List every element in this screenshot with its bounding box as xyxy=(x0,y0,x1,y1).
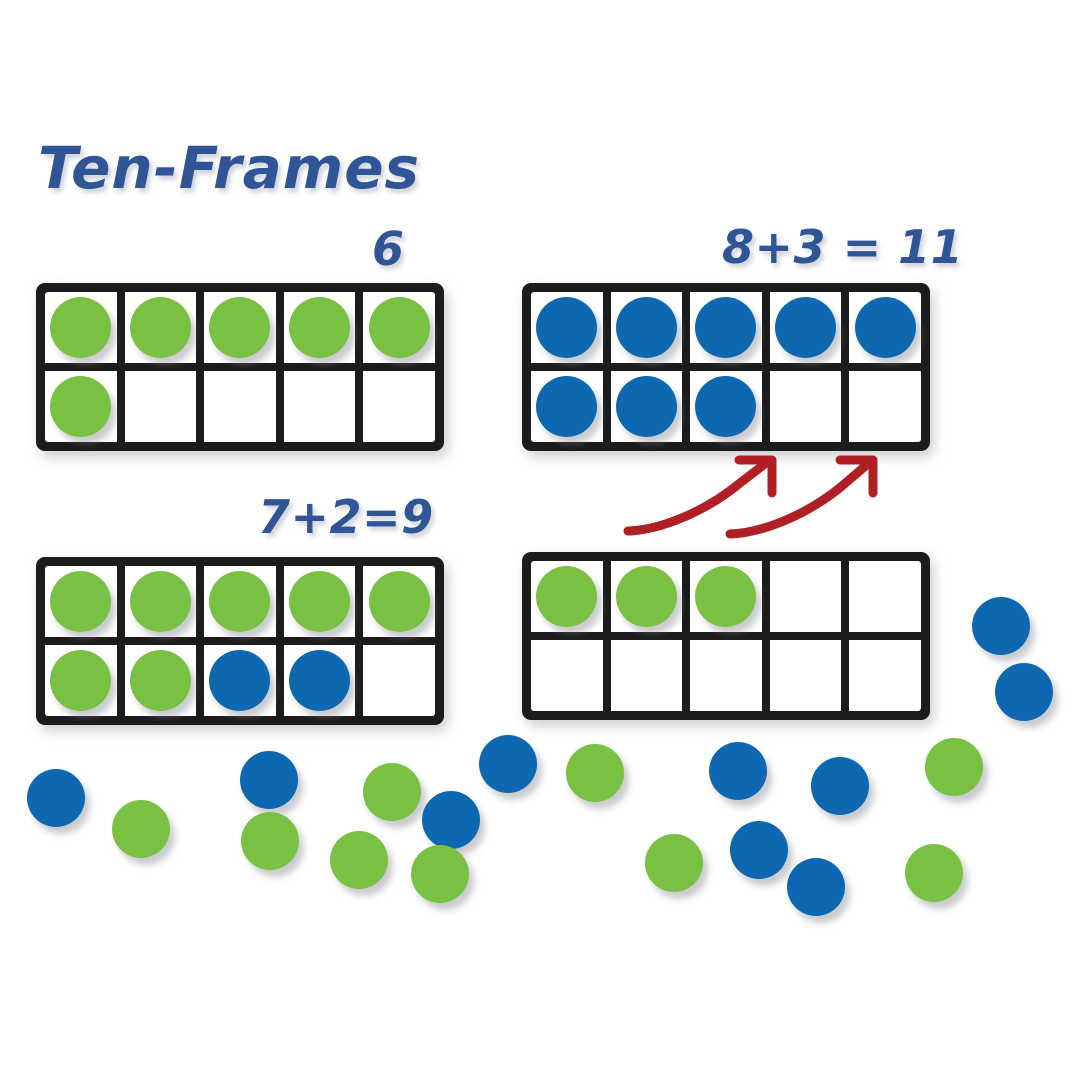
counter-blue[interactable] xyxy=(695,297,757,358)
loose-counter-green[interactable] xyxy=(330,831,388,889)
ten-frame-cell[interactable] xyxy=(283,371,356,442)
ten-frame-cell[interactable] xyxy=(610,292,683,363)
loose-counter-blue[interactable] xyxy=(811,757,869,815)
ten-frame-3[interactable] xyxy=(36,557,444,725)
counter-green[interactable] xyxy=(50,650,112,711)
ten-frame-cell[interactable] xyxy=(531,561,603,632)
ten-frame-cell[interactable] xyxy=(124,292,197,363)
frame-2-label: 8+3 = 11 xyxy=(722,220,964,274)
counter-green[interactable] xyxy=(615,566,677,627)
ten-frame-2[interactable] xyxy=(522,283,930,451)
loose-counter-green[interactable] xyxy=(411,845,469,903)
ten-frame-cell[interactable] xyxy=(769,640,842,711)
loose-counter-green[interactable] xyxy=(241,812,299,870)
page-title: Ten-Frames xyxy=(38,134,421,202)
ten-frame-cell[interactable] xyxy=(849,292,921,363)
counter-green[interactable] xyxy=(129,297,191,358)
ten-frame-cell[interactable] xyxy=(531,292,603,363)
counter-green[interactable] xyxy=(289,297,351,358)
ten-frame-cell[interactable] xyxy=(283,566,356,637)
ten-frame-cell[interactable] xyxy=(45,645,117,716)
ten-frame-cell[interactable] xyxy=(204,292,276,363)
frame-3-label: 7+2=9 xyxy=(258,490,434,544)
counter-blue[interactable] xyxy=(536,297,598,358)
loose-counter-blue[interactable] xyxy=(730,821,788,879)
loose-counter-blue[interactable] xyxy=(422,791,480,849)
loose-counter-green[interactable] xyxy=(905,844,963,902)
ten-frame-cell[interactable] xyxy=(45,371,117,442)
counter-green[interactable] xyxy=(50,376,112,437)
loose-counter-blue[interactable] xyxy=(27,769,85,827)
counter-green[interactable] xyxy=(289,571,351,632)
ten-frame-cell[interactable] xyxy=(204,371,276,442)
counter-blue[interactable] xyxy=(615,376,677,437)
ten-frame-cell[interactable] xyxy=(363,292,435,363)
arrow-left-icon xyxy=(623,455,777,536)
ten-frame-cell[interactable] xyxy=(610,640,683,711)
ten-frame-4[interactable] xyxy=(522,552,930,720)
transfer-arrows xyxy=(623,455,878,539)
ten-frame-cell[interactable] xyxy=(610,371,683,442)
loose-counter-green[interactable] xyxy=(363,763,421,821)
counter-green[interactable] xyxy=(129,650,191,711)
ten-frame-cell[interactable] xyxy=(531,640,603,711)
counter-blue[interactable] xyxy=(854,297,916,358)
ten-frame-cell[interactable] xyxy=(610,561,683,632)
ten-frame-cell[interactable] xyxy=(283,292,356,363)
loose-counter-blue[interactable] xyxy=(240,751,298,809)
ten-frame-cell[interactable] xyxy=(769,371,842,442)
counter-green[interactable] xyxy=(368,571,430,632)
ten-frame-cell[interactable] xyxy=(363,645,435,716)
counter-green[interactable] xyxy=(209,297,271,358)
counter-green[interactable] xyxy=(50,571,112,632)
counter-green[interactable] xyxy=(50,297,112,358)
ten-frame-cell[interactable] xyxy=(363,371,435,442)
counter-green[interactable] xyxy=(129,571,191,632)
loose-counter-green[interactable] xyxy=(112,800,170,858)
ten-frame-cell[interactable] xyxy=(849,561,921,632)
arrow-right-icon xyxy=(725,455,878,539)
counter-blue[interactable] xyxy=(289,650,351,711)
ten-frame-cell[interactable] xyxy=(849,640,921,711)
counter-blue[interactable] xyxy=(775,297,837,358)
ten-frame-cell[interactable] xyxy=(769,561,842,632)
loose-counter-blue[interactable] xyxy=(787,858,845,916)
ten-frame-cell[interactable] xyxy=(363,566,435,637)
counter-green[interactable] xyxy=(209,571,271,632)
ten-frame-cell[interactable] xyxy=(849,371,921,442)
counter-blue[interactable] xyxy=(615,297,677,358)
counter-green[interactable] xyxy=(536,566,598,627)
ten-frame-cell[interactable] xyxy=(690,561,762,632)
ten-frame-1[interactable] xyxy=(36,283,444,451)
frame-1-label: 6 xyxy=(372,222,405,276)
loose-counter-blue[interactable] xyxy=(709,742,767,800)
ten-frame-cell[interactable] xyxy=(124,566,197,637)
ten-frame-cell[interactable] xyxy=(204,566,276,637)
ten-frame-cell[interactable] xyxy=(690,371,762,442)
loose-counter-blue[interactable] xyxy=(972,597,1030,655)
ten-frame-cell[interactable] xyxy=(283,645,356,716)
counter-blue[interactable] xyxy=(536,376,598,437)
ten-frame-cell[interactable] xyxy=(124,371,197,442)
ten-frame-cell[interactable] xyxy=(531,371,603,442)
loose-counter-green[interactable] xyxy=(566,744,624,802)
ten-frame-cell[interactable] xyxy=(45,292,117,363)
counter-blue[interactable] xyxy=(209,650,271,711)
counter-green[interactable] xyxy=(695,566,757,627)
loose-counter-green[interactable] xyxy=(645,834,703,892)
ten-frame-cell[interactable] xyxy=(124,645,197,716)
ten-frame-cell[interactable] xyxy=(769,292,842,363)
loose-counter-green[interactable] xyxy=(925,738,983,796)
ten-frame-cell[interactable] xyxy=(690,640,762,711)
ten-frame-cell[interactable] xyxy=(204,645,276,716)
counter-blue[interactable] xyxy=(695,376,757,437)
loose-counter-blue[interactable] xyxy=(995,663,1053,721)
loose-counter-blue[interactable] xyxy=(479,735,537,793)
counter-green[interactable] xyxy=(368,297,430,358)
ten-frame-cell[interactable] xyxy=(45,566,117,637)
ten-frame-cell[interactable] xyxy=(690,292,762,363)
